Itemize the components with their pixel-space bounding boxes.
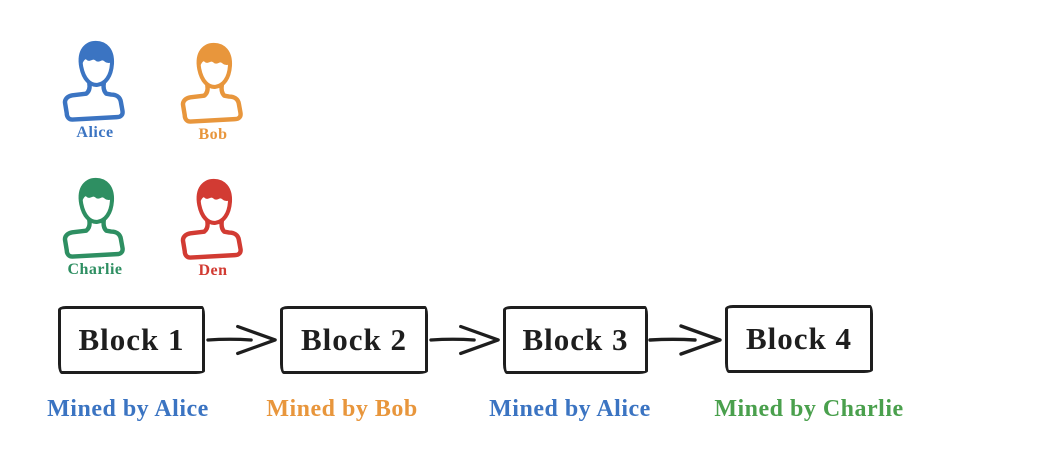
mined-by-label-block-4: Mined by Charlie [714, 396, 904, 422]
block-label: Block 4 [745, 321, 853, 356]
avatar-icon [170, 40, 256, 124]
block-label: Block 3 [522, 322, 629, 357]
block-1: Block 1 [58, 306, 205, 374]
person-name: Charlie [67, 261, 123, 278]
block-3: Block 3 [503, 306, 648, 374]
block-4: Block 4 [725, 305, 873, 373]
arrow-right-icon [206, 321, 279, 357]
person-den: Den [161, 176, 265, 279]
person-name: Alice [76, 124, 114, 141]
block-2: Block 2 [280, 306, 428, 374]
mined-by-label-block-3: Mined by Alice [489, 396, 651, 422]
block-label: Block 2 [300, 322, 408, 357]
arrow-right-icon [648, 321, 724, 357]
person-bob: Bob [161, 40, 265, 143]
avatar-icon [52, 38, 138, 122]
arrow-right-icon [429, 321, 502, 357]
block-label: Block 1 [78, 322, 185, 357]
mined-by-label-block-1: Mined by Alice [47, 396, 209, 422]
avatar-icon [52, 175, 138, 259]
person-name: Bob [198, 126, 228, 143]
person-alice: Alice [43, 38, 147, 141]
mined-by-label-block-2: Mined by Bob [266, 396, 418, 422]
person-charlie: Charlie [43, 175, 147, 278]
avatar-icon [170, 176, 256, 260]
person-name: Den [198, 262, 228, 279]
